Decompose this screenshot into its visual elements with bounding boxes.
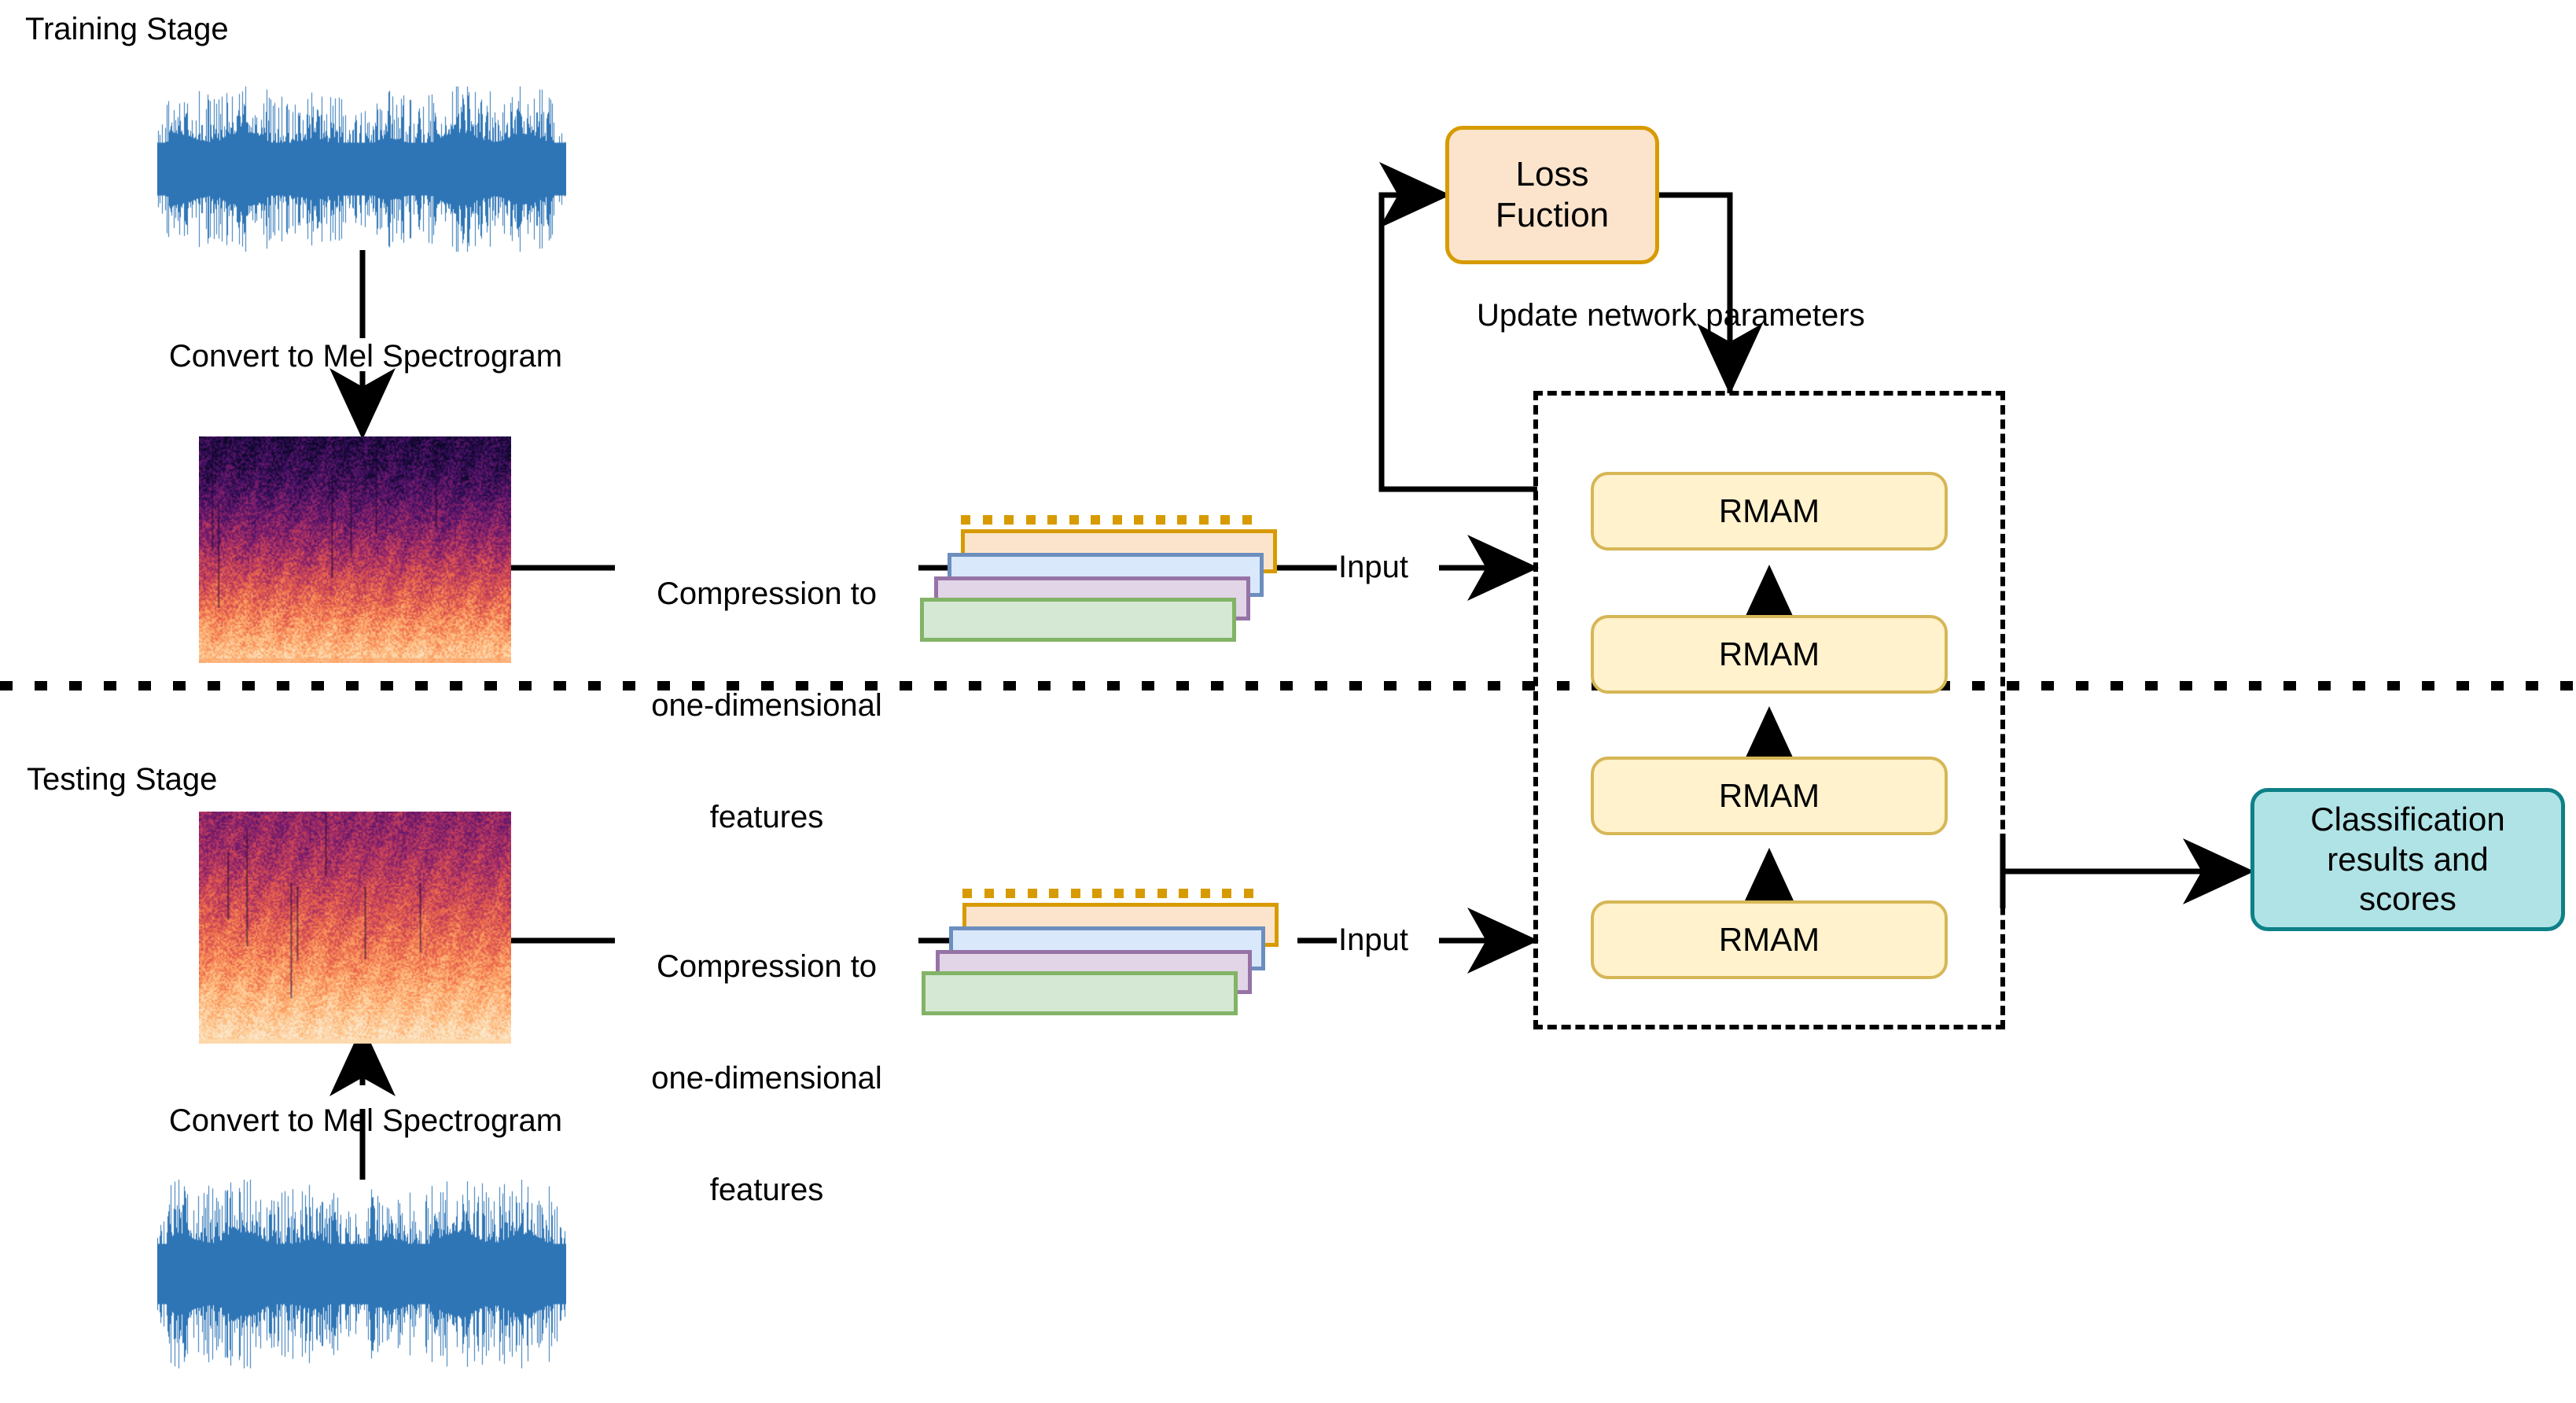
feature-tick: [1243, 889, 1253, 898]
convert-label-training: Convert to Mel Spectrogram: [168, 339, 563, 374]
feature-tick: [961, 515, 970, 525]
feature-tick: [1179, 889, 1189, 898]
rmam-block-4[interactable]: RMAM: [1591, 472, 1948, 551]
training-stage-title: Training Stage: [25, 12, 229, 46]
mel-spectrogram-testing: [199, 812, 511, 1044]
rmam-block-2[interactable]: RMAM: [1591, 757, 1948, 835]
input-label-training: Input: [1338, 550, 1408, 584]
feature-tick: [1242, 515, 1252, 525]
feature-tick: [1112, 515, 1122, 525]
compression-line-3: features: [709, 799, 824, 834]
testing-stage-title: Testing Stage: [27, 762, 218, 797]
feature-layer-green: [920, 598, 1236, 642]
feature-tick: [1135, 889, 1146, 898]
mel-spectrogram-training: [199, 436, 511, 663]
feature-tick: [1200, 889, 1210, 898]
rmam-label: RMAM: [1718, 777, 1820, 814]
feature-tick: [1069, 515, 1079, 525]
compression-line-1: Compression to: [656, 576, 878, 612]
loss-box-line-2: Fuction: [1495, 196, 1610, 234]
waveform-training: [157, 87, 566, 252]
compression-label-testing: Compression to one-dimensional features: [615, 875, 918, 1283]
feature-tick: [1091, 515, 1101, 525]
update-parameters-label: Update network parameters: [1477, 298, 1865, 333]
rmam-block-3[interactable]: RMAM: [1591, 615, 1948, 694]
feature-tick: [1049, 889, 1059, 898]
feature-tick: [1047, 515, 1058, 525]
feature-ticks-training: [961, 515, 1252, 525]
feature-tick: [982, 515, 992, 525]
compression-label-training: Compression to one-dimensional features: [615, 502, 918, 910]
feature-tick: [962, 889, 972, 898]
feature-tick: [984, 889, 994, 898]
feature-tick: [1155, 515, 1165, 525]
feature-tick: [1134, 515, 1144, 525]
waveform-testing: [157, 1180, 566, 1368]
stage-divider: [0, 681, 2576, 690]
feature-tick: [1222, 889, 1232, 898]
loss-box-line-1: Loss: [1515, 155, 1589, 194]
feature-tick: [1220, 515, 1231, 525]
input-label-testing: Input: [1338, 922, 1408, 957]
feature-tick: [1006, 889, 1016, 898]
feature-stack-testing: [922, 889, 1291, 1015]
feature-tick: [1070, 889, 1080, 898]
feature-tick: [1027, 889, 1037, 898]
result-line-2: results and: [2327, 840, 2489, 878]
rmam-block-1[interactable]: RMAM: [1591, 900, 1948, 979]
feature-tick: [1092, 889, 1102, 898]
feature-tick: [1177, 515, 1187, 525]
model-container: [1533, 391, 2005, 1029]
feature-layer-green: [922, 971, 1238, 1015]
convert-label-testing: Convert to Mel Spectrogram: [168, 1103, 563, 1138]
loss-function-box[interactable]: Loss Fuction: [1445, 126, 1659, 264]
compression-line-3: features: [709, 1172, 824, 1207]
feature-tick: [1198, 515, 1209, 525]
feature-stack-training: [920, 515, 1290, 642]
feature-tick: [1025, 515, 1036, 525]
rmam-label: RMAM: [1718, 921, 1820, 958]
result-line-1: Classification: [2310, 801, 2505, 838]
rmam-label: RMAM: [1718, 635, 1820, 672]
feature-tick: [1113, 889, 1124, 898]
classification-results-box[interactable]: Classification results and scores: [2250, 788, 2565, 931]
rmam-label: RMAM: [1718, 492, 1820, 529]
feature-tick: [1004, 515, 1014, 525]
feature-tick: [1157, 889, 1167, 898]
result-line-3: scores: [2359, 880, 2456, 918]
compression-line-2: one-dimensional: [651, 1060, 882, 1096]
feature-ticks-testing: [962, 889, 1253, 898]
compression-line-2: one-dimensional: [651, 687, 882, 723]
compression-line-1: Compression to: [656, 949, 878, 985]
